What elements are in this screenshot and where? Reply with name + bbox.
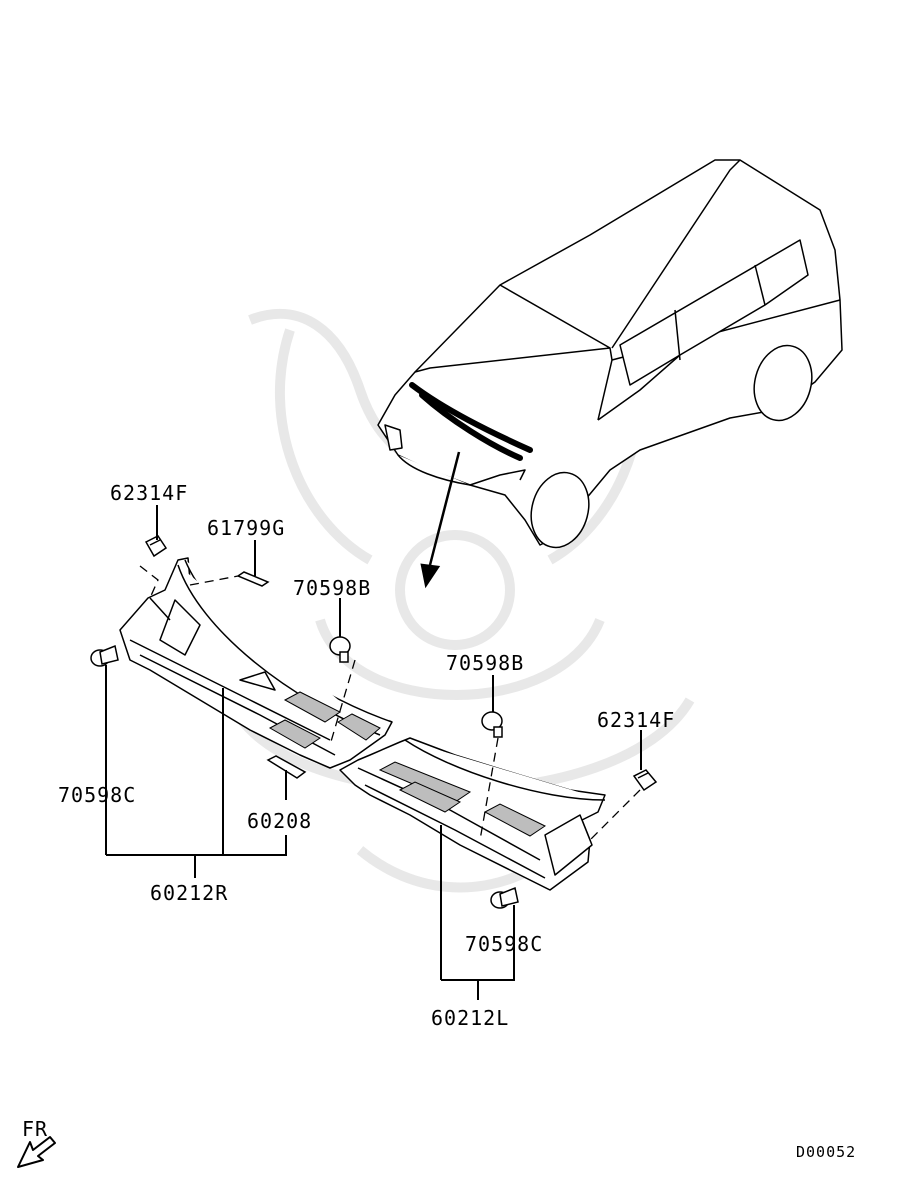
label-62314f-right: 62314F: [597, 708, 676, 732]
clip-70598c-left: [90, 644, 119, 667]
direction-label: FR: [22, 1117, 49, 1141]
clip-70598c-right: [490, 886, 519, 909]
label-60208: 60208: [247, 809, 313, 833]
vehicle-outline: [377, 159, 843, 549]
label-70598b-right: 70598B: [446, 651, 525, 675]
cowl-left-mesh: [378, 761, 547, 837]
clip-62314f-left: [144, 535, 168, 558]
drawing-code: D00052: [796, 1143, 857, 1161]
leader-lines: [105, 505, 642, 1000]
label-70598c-right: 70598C: [465, 932, 544, 956]
label-70598c-left: 70598C: [58, 783, 137, 807]
location-arrow: [420, 451, 461, 589]
label-62314f-left: 62314F: [110, 481, 189, 505]
vehicle-cowl-highlight: [409, 382, 533, 461]
clip-70598b-right: [481, 711, 503, 738]
label-70598b-left: 70598B: [293, 576, 372, 600]
clip-62314f-right: [632, 769, 658, 792]
tape-61799g: [236, 571, 270, 587]
label-60212l: 60212L: [431, 1006, 510, 1030]
front-direction-arrow: [17, 1136, 56, 1168]
label-60212r: 60212R: [150, 881, 229, 905]
clip-70598b-left: [329, 636, 351, 663]
bracket-60208: [266, 755, 307, 779]
label-61799g: 61799G: [207, 516, 286, 540]
dashed-guides: [139, 565, 641, 841]
cowl-right-mesh: [268, 691, 381, 749]
